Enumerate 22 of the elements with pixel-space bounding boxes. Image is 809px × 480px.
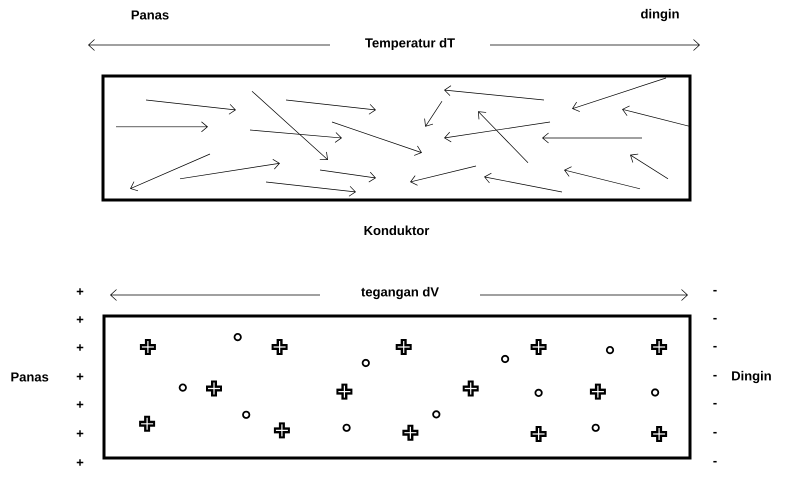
minus-sign: - xyxy=(713,460,717,462)
minus-sign: - xyxy=(713,432,717,434)
minus-sign: - xyxy=(713,402,717,404)
label: Panas xyxy=(11,372,48,382)
conductor-box xyxy=(102,314,692,460)
node-label: Konduktor xyxy=(364,226,430,236)
minus-sign: - xyxy=(713,318,717,320)
plus-sign: + xyxy=(76,373,84,380)
plus-sign: + xyxy=(76,459,84,466)
minus-sign: - xyxy=(713,346,717,348)
plus-sign: + xyxy=(76,401,84,408)
plus-sign: + xyxy=(76,288,84,295)
plus-sign: + xyxy=(76,316,84,323)
minus-sign: - xyxy=(713,374,717,376)
label: Temperatur dT xyxy=(365,38,455,50)
label: tegangan dV xyxy=(361,286,439,300)
minus-sign: - xyxy=(713,290,717,292)
plus-sign: + xyxy=(76,344,84,351)
plus-sign: + xyxy=(76,430,84,437)
label: Dingin xyxy=(732,370,771,384)
label: Panas xyxy=(132,10,169,20)
label: dingin xyxy=(641,8,679,22)
